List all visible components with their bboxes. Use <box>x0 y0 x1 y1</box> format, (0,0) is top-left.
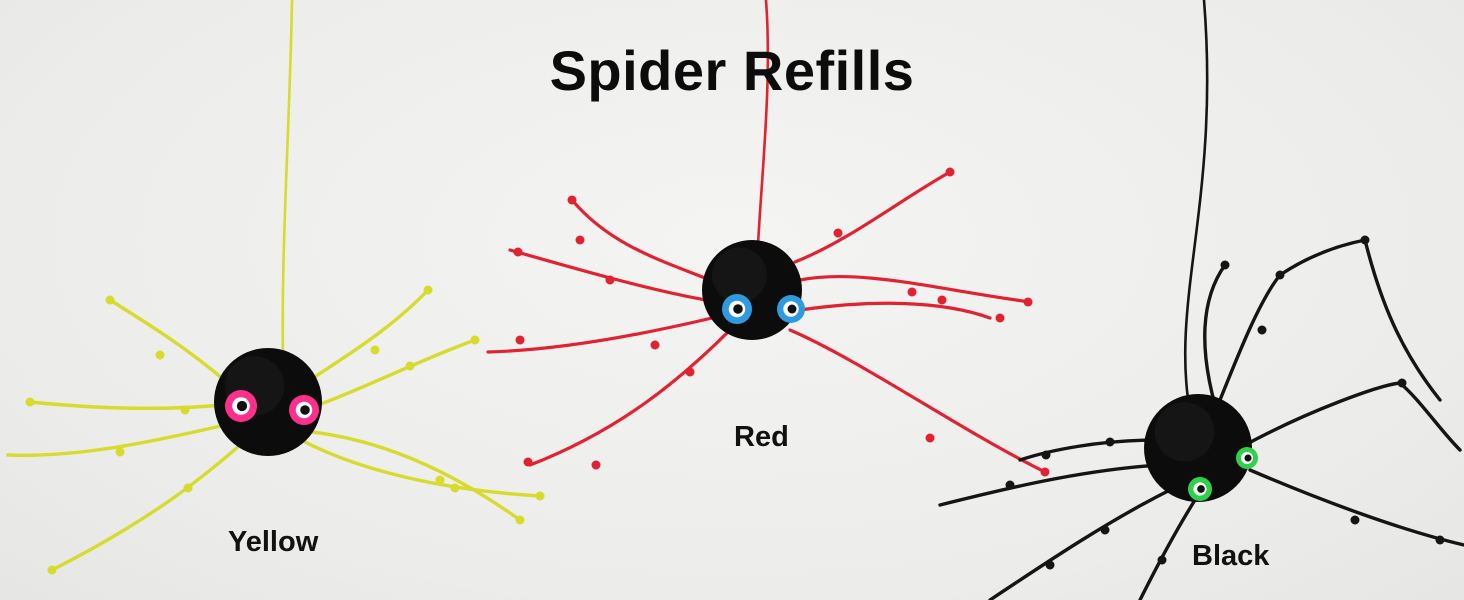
red-spider-leg <box>570 198 712 282</box>
black-spider-leg <box>1248 468 1464 547</box>
red-spider-knot <box>575 235 585 245</box>
red-spider-pupil <box>787 304 797 314</box>
yellow-spider-leg <box>50 443 242 572</box>
page-title: Spider Refills <box>549 39 915 102</box>
black-spider-knot <box>1041 450 1051 460</box>
black-spider-knot <box>1397 378 1407 388</box>
black-spider-knot <box>1220 260 1230 270</box>
red-spider-pupil <box>733 304 743 314</box>
red-spider-leg <box>486 316 714 354</box>
black-spider-leg <box>1018 438 1162 462</box>
black-spider-pupil <box>1197 485 1205 493</box>
yellow-spider-knot <box>180 405 190 415</box>
red-spider-knot <box>515 335 525 345</box>
black-spider-leg <box>1243 381 1462 452</box>
black-spider-knot <box>1157 555 1167 565</box>
yellow-spider-leg <box>316 338 477 407</box>
red-spider-knot <box>591 460 601 470</box>
yellow-spider-leg <box>310 430 522 522</box>
yellow-spider-pupil <box>300 405 310 415</box>
yellow-spider-knot <box>115 447 125 457</box>
red-spider-leg <box>798 274 1032 304</box>
black-spider-label: Black <box>1192 540 1270 572</box>
red-spider-knot <box>513 247 523 257</box>
black-spider-leg <box>1203 263 1227 407</box>
yellow-spider-knot <box>405 361 415 371</box>
black-spider-leg <box>988 488 1172 600</box>
yellow-spider-knot <box>155 350 165 360</box>
yellow-spider-knot <box>47 565 57 575</box>
yellow-spider-leg <box>6 423 227 458</box>
red-spider-label: Red <box>734 421 789 453</box>
black-spider-pupil <box>1244 454 1252 462</box>
yellow-spider-label: Yellow <box>228 526 319 558</box>
black-spider-knot <box>1257 325 1267 335</box>
red-spider-thread <box>756 0 770 247</box>
red-spider-leg <box>508 248 708 302</box>
black-spider-body-texture <box>1154 402 1215 462</box>
red-spider <box>486 0 1050 477</box>
red-spider-knot <box>945 167 955 177</box>
black-spider <box>938 0 1464 600</box>
yellow-spider-leg <box>303 440 542 498</box>
black-spider-legs <box>938 235 1464 600</box>
yellow-spider-leg <box>108 298 232 387</box>
black-spider-leg <box>1138 498 1197 600</box>
red-spider-knot <box>1040 467 1050 477</box>
red-spider-knot <box>1023 297 1033 307</box>
black-spider-knot <box>1350 515 1360 525</box>
red-spider-knot <box>925 433 935 443</box>
red-spider-leg <box>798 301 992 320</box>
red-spider-leg <box>528 328 732 467</box>
yellow-spider-knot <box>105 295 115 305</box>
yellow-spider-knot <box>470 335 480 345</box>
yellow-spider-knot <box>515 515 525 525</box>
black-spider-thread <box>1183 0 1209 414</box>
red-spider-knot <box>605 275 615 285</box>
yellow-spider-leg <box>308 288 430 382</box>
red-spider-knot <box>995 313 1005 323</box>
red-spider-leg <box>788 328 1047 474</box>
red-spider-knot <box>523 457 533 467</box>
yellow-spider-knot <box>370 345 380 355</box>
yellow-spider-knot <box>435 475 445 485</box>
yellow-spider-pupil <box>236 400 248 412</box>
yellow-spider-knot <box>25 397 35 407</box>
yellow-spider-knot <box>183 483 193 493</box>
red-spider-knot <box>685 367 695 377</box>
yellow-spider-knot <box>423 285 433 295</box>
black-spider-knot <box>1435 535 1445 545</box>
red-spider-legs <box>486 167 1050 477</box>
black-spider-knot <box>1005 480 1015 490</box>
yellow-spider-knot <box>450 483 460 493</box>
red-spider-knot <box>567 195 577 205</box>
red-spider-knot <box>937 295 947 305</box>
yellow-spider <box>6 0 545 575</box>
red-spider-body-texture <box>712 247 767 303</box>
black-spider-knot <box>1100 525 1110 535</box>
yellow-spider-leg <box>28 400 224 411</box>
red-spider-knot <box>650 340 660 350</box>
yellow-spider-thread <box>281 0 294 357</box>
yellow-spider-knot <box>535 491 545 501</box>
yellow-spider-legs <box>6 285 545 575</box>
black-spider-knot <box>1045 560 1055 570</box>
black-spider-leg <box>938 463 1162 507</box>
red-spider-knot <box>833 228 843 238</box>
black-spider-leg <box>1218 238 1442 402</box>
red-spider-leg <box>793 170 952 264</box>
black-spider-knot <box>1105 437 1115 447</box>
red-spider-knot <box>907 287 917 297</box>
black-spider-knot <box>1360 235 1370 245</box>
black-spider-knot <box>1275 270 1285 280</box>
